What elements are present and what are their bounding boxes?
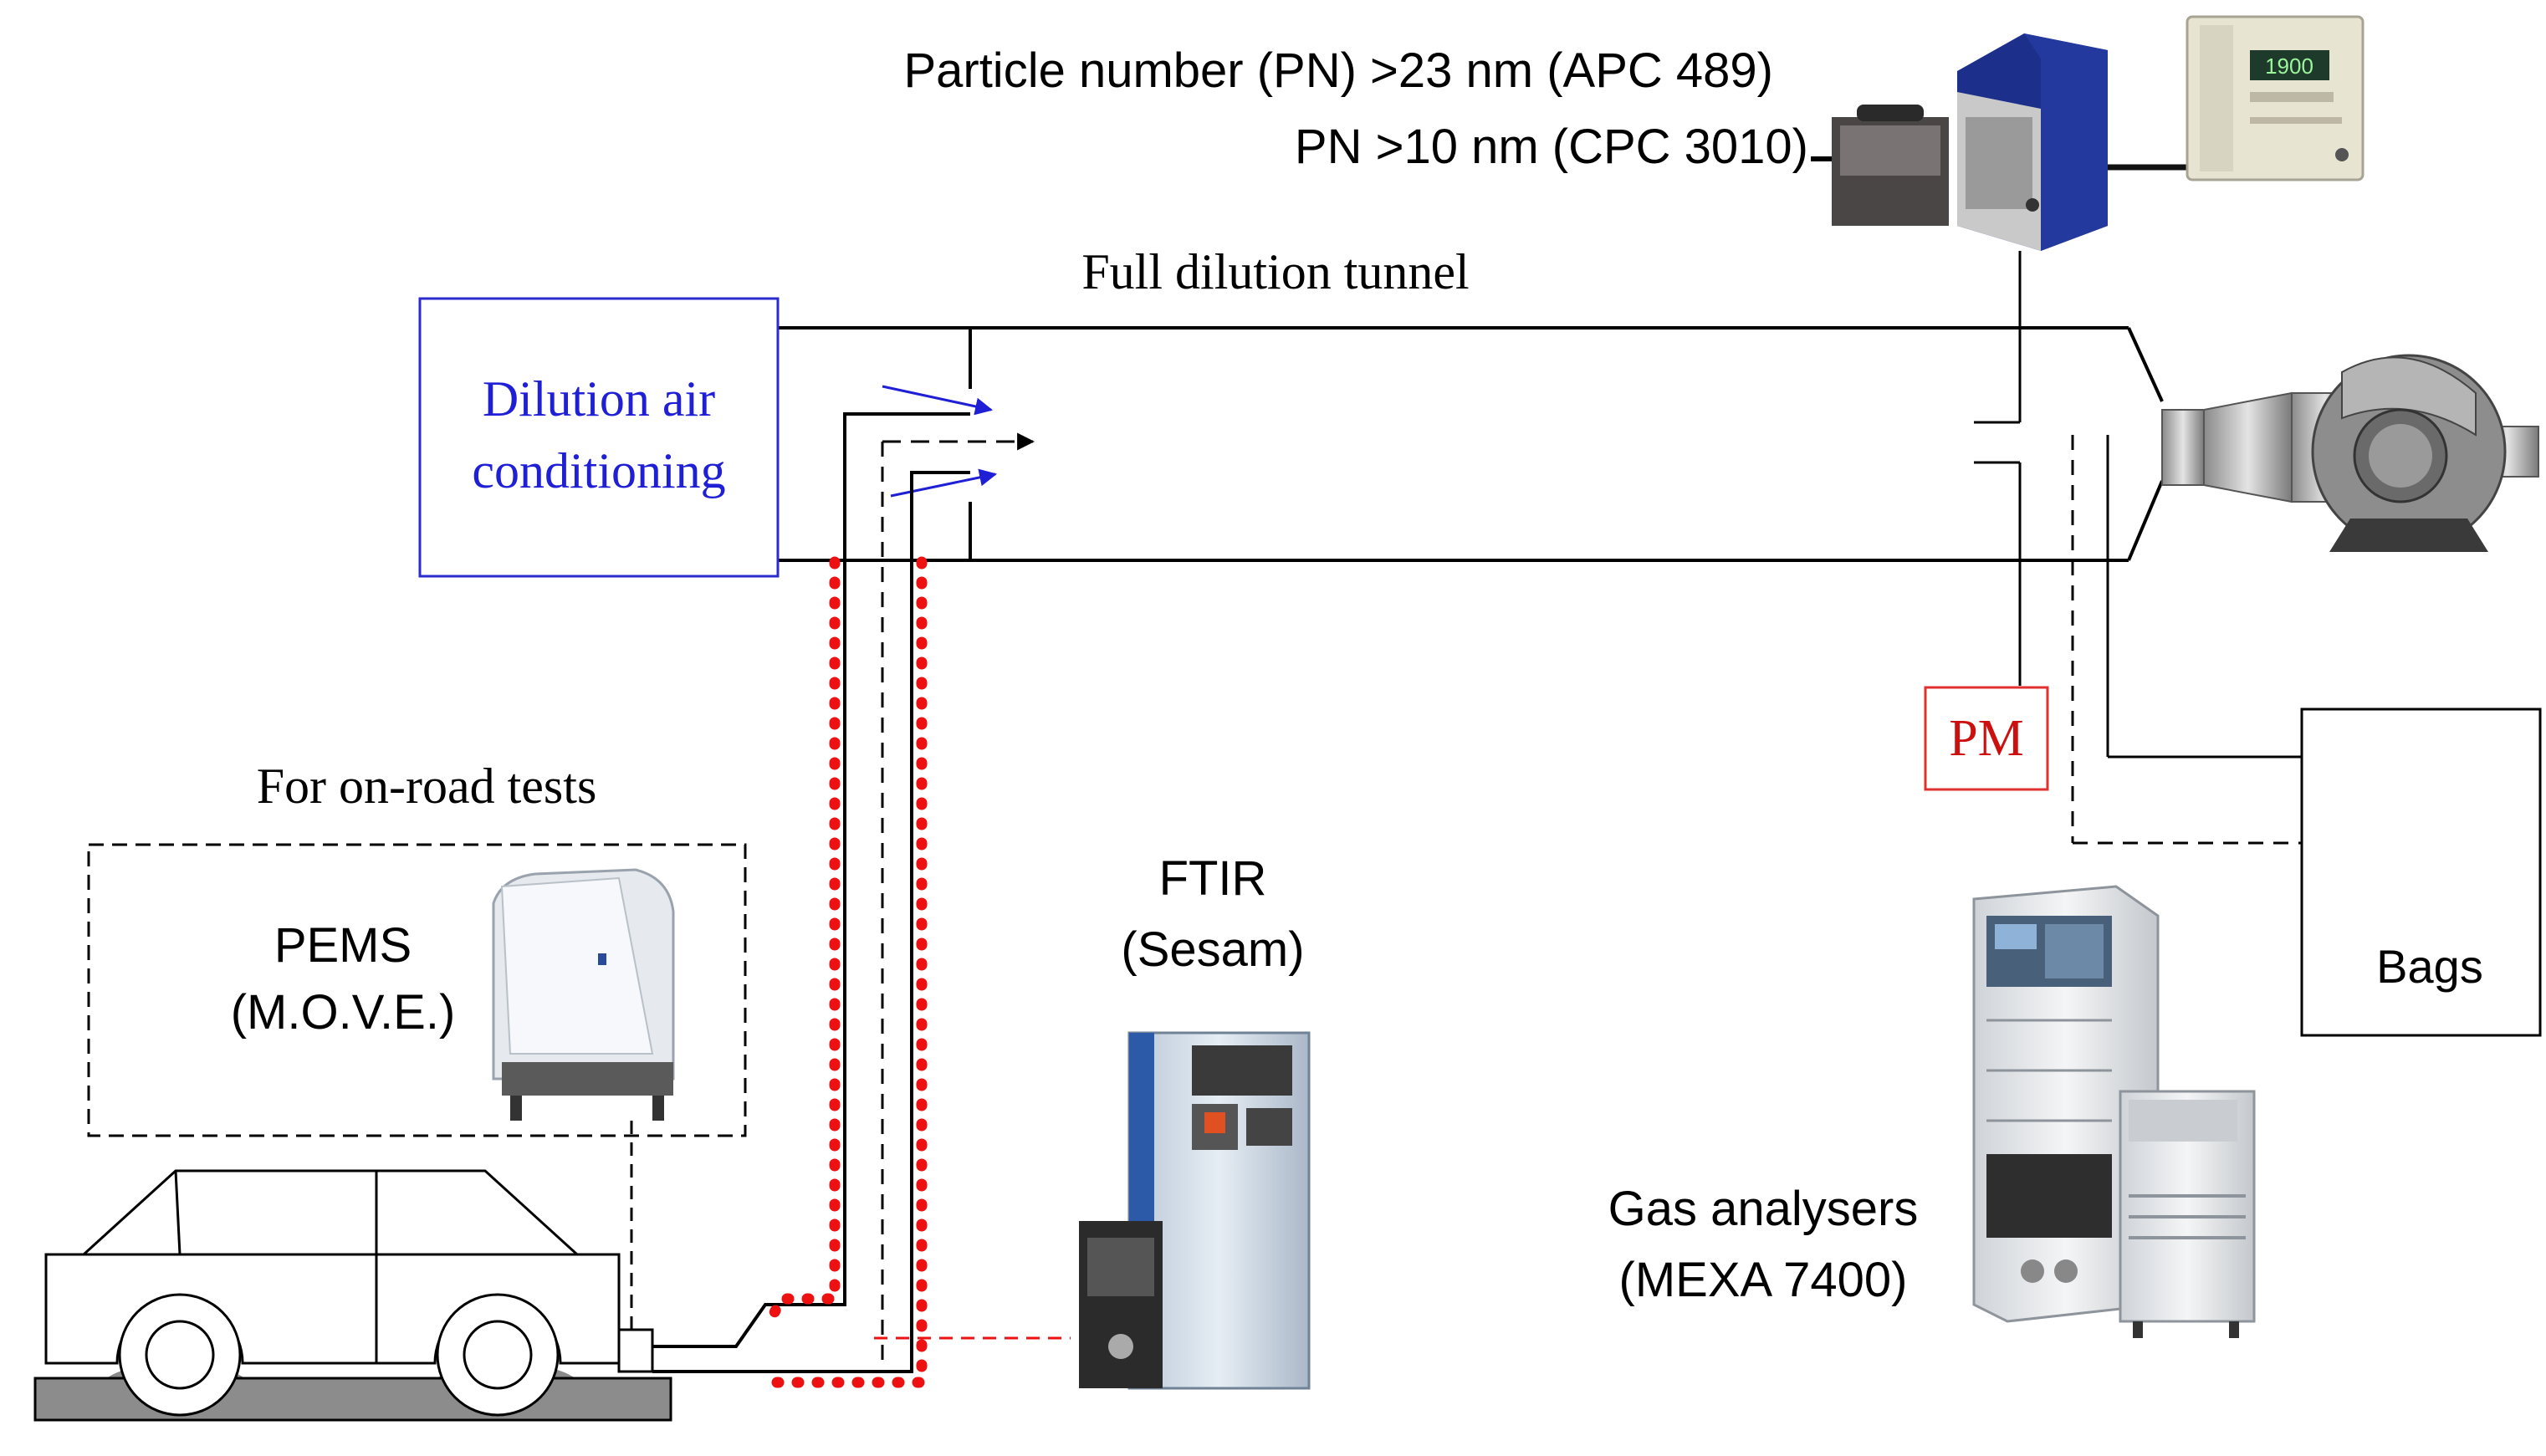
on-road-dashed-box — [87, 843, 747, 1137]
cvs-blower-icon — [2161, 354, 2539, 552]
car-on-dyno-icon — [33, 1169, 672, 1422]
tunnel-label: Full dilution tunnel — [1081, 244, 1469, 299]
bags-box — [2300, 708, 2542, 1037]
dilution-air-box — [418, 297, 780, 578]
pm-filter-box — [1924, 686, 2049, 791]
ftir-label-line1: FTIR — [1159, 851, 1267, 906]
gas-label-line2: (MEXA 7400) — [1619, 1253, 1908, 1307]
heated-sample-line — [764, 556, 928, 1388]
dilution-air-arrow-bottom — [890, 468, 998, 498]
dilution-tunnel — [778, 326, 2164, 562]
bags-label: Bags — [2376, 940, 2483, 993]
exhaust-transfer-pipe — [652, 412, 970, 1373]
ftir-label-line2: (Sesam) — [1121, 922, 1304, 977]
ftir-cabinet-icon — [1079, 1031, 1311, 1390]
pn-label-line1: Particle number (PN) >23 nm (APC 489) — [903, 43, 1773, 98]
pm-label: PM — [1949, 710, 2024, 767]
pems-unit-icon — [492, 868, 675, 1121]
gas-analyser-rack-icon — [1972, 885, 2256, 1338]
tunnel-sample-probes — [1974, 421, 2302, 759]
dilution-label-line1: Dilution air — [483, 371, 715, 427]
dilution-air-arrow-top — [882, 385, 994, 416]
on-road-label: For on-road tests — [257, 759, 597, 814]
particle-counter-instruments-icon: 1900 — [1811, 15, 2365, 251]
pems-label-line1: PEMS — [274, 918, 412, 973]
cpc-display-readout: 1900 — [2265, 54, 2313, 79]
dilution-label-line2: conditioning — [472, 443, 725, 498]
gas-label-line1: Gas analysers — [1608, 1182, 1919, 1236]
pems-label-line2: (M.O.V.E.) — [231, 985, 456, 1040]
pn-label-line2: PN >10 nm (CPC 3010) — [1295, 120, 1808, 174]
